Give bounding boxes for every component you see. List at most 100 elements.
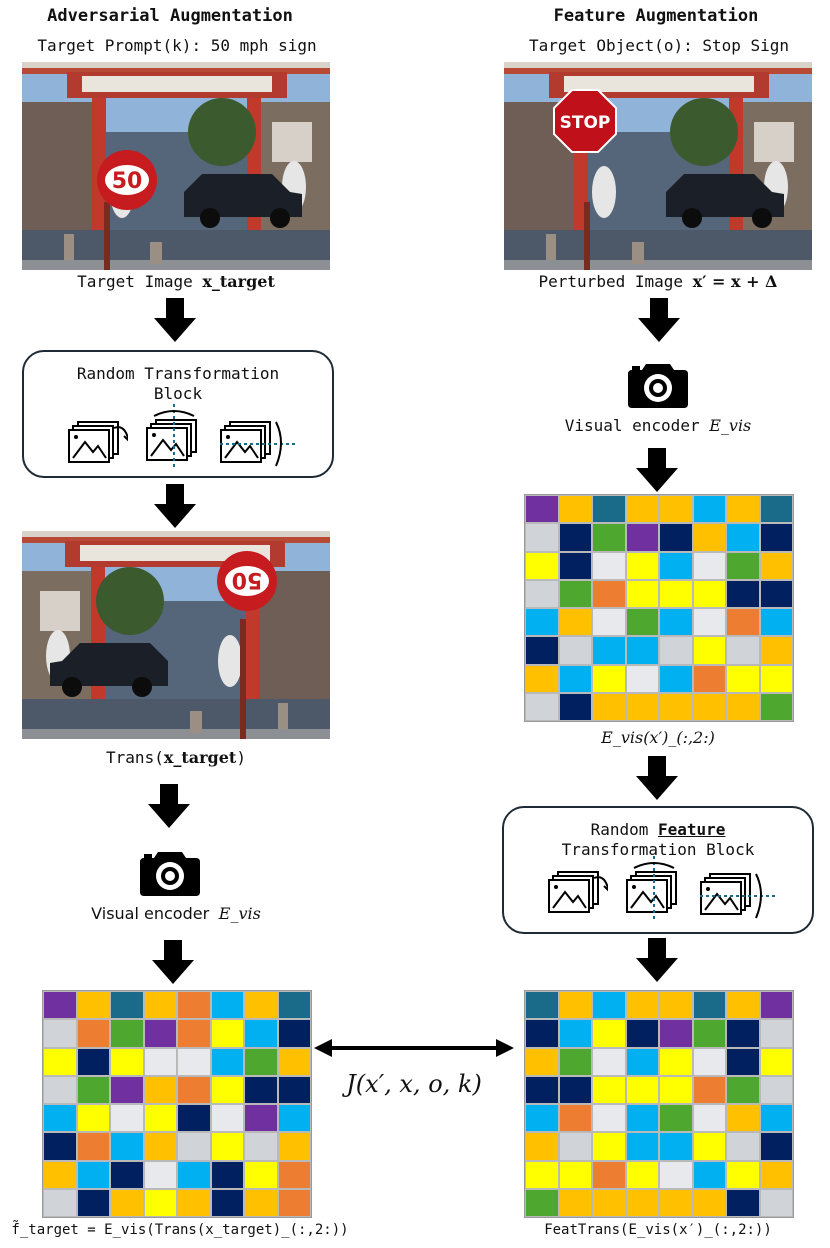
feature-cell <box>625 551 659 580</box>
arrow-down-icon <box>152 298 198 344</box>
feature-cell <box>659 1132 693 1161</box>
feature-cell <box>143 1104 177 1133</box>
feature-cell <box>592 1132 626 1161</box>
feature-cell <box>558 1075 592 1104</box>
feature-cell <box>592 579 626 608</box>
feature-cell <box>76 1075 110 1104</box>
feature-cell <box>625 1160 659 1189</box>
feature-cell <box>759 692 793 721</box>
feature-cell <box>177 1047 211 1076</box>
random-feature-transformation-block: Random Feature Transformation Block <box>502 806 814 934</box>
feature-cell <box>210 1104 244 1133</box>
feature-cell <box>759 495 793 524</box>
random-transformation-block: Random Transformation Block <box>22 350 334 478</box>
feature-cell <box>625 495 659 524</box>
feature-cell <box>759 579 793 608</box>
feature-cell <box>76 1019 110 1048</box>
feature-cell <box>244 991 278 1020</box>
feature-cell <box>43 1132 77 1161</box>
feature-cell <box>759 1132 793 1161</box>
feature-cell <box>659 1104 693 1133</box>
image-stack-flip-icon <box>626 856 677 920</box>
target-feature-caption: f̃_target = E_vis(Trans(x_target)_(:,2:)… <box>11 1222 349 1238</box>
feature-cell <box>558 551 592 580</box>
feature-cell <box>558 1019 592 1048</box>
feature-cell <box>692 1132 726 1161</box>
feature-cell <box>726 608 760 637</box>
feature-cell <box>143 991 177 1020</box>
feature-cell <box>592 1047 626 1076</box>
feature-cell <box>244 1188 278 1217</box>
image-stack-rotate-icon <box>68 421 128 463</box>
feature-cell <box>659 1047 693 1076</box>
visual-feature-grid <box>524 494 794 722</box>
feature-cell <box>726 1075 760 1104</box>
feature-cell <box>525 1019 559 1048</box>
feature-cell <box>244 1160 278 1189</box>
feature-cell <box>177 1160 211 1189</box>
feature-cell <box>692 991 726 1020</box>
feature-cell <box>210 1075 244 1104</box>
perturbed-image-caption: Perturbed Image x′ = x + Δ <box>538 272 778 291</box>
feature-cell <box>558 991 592 1020</box>
feature-cell <box>244 1075 278 1104</box>
feature-cell <box>277 1160 311 1189</box>
feature-cell <box>726 1104 760 1133</box>
feature-cell <box>143 1188 177 1217</box>
feature-cell <box>525 608 559 637</box>
feature-cell <box>277 1047 311 1076</box>
feature-cell <box>277 1104 311 1133</box>
feature-cell <box>525 551 559 580</box>
feature-cell <box>558 636 592 665</box>
feature-cell <box>76 991 110 1020</box>
transformed-image: 50 <box>22 531 330 739</box>
feature-cell <box>110 1075 144 1104</box>
feature-cell <box>525 495 559 524</box>
feature-cell <box>558 1188 592 1217</box>
feature-cell <box>558 523 592 552</box>
perturbed-image: STOP <box>504 62 812 270</box>
feature-cell <box>692 664 726 693</box>
feature-cell <box>143 1075 177 1104</box>
feature-cell <box>525 1047 559 1076</box>
feature-cell <box>143 1047 177 1076</box>
feature-cell <box>43 1019 77 1048</box>
arrow-down-icon <box>152 484 198 530</box>
feature-cell <box>692 636 726 665</box>
feature-cell <box>558 664 592 693</box>
feature-cell <box>244 1132 278 1161</box>
feature-cell <box>558 1047 592 1076</box>
feature-cell <box>43 1047 77 1076</box>
feature-cell <box>625 1188 659 1217</box>
feature-cell <box>659 636 693 665</box>
feature-cell <box>659 495 693 524</box>
feature-cell <box>759 1160 793 1189</box>
feature-cell <box>692 579 726 608</box>
feature-cell <box>759 664 793 693</box>
transformed-feature-caption: FeatTrans(E_vis(x′)_(:,2:)) <box>544 1222 772 1238</box>
feature-cell <box>210 1160 244 1189</box>
feature-cell <box>759 1047 793 1076</box>
image-stack-rotate-icon <box>548 871 608 913</box>
feature-cell <box>692 495 726 524</box>
feature-cell <box>726 523 760 552</box>
sign-pole <box>584 202 590 270</box>
feature-cell <box>726 636 760 665</box>
feature-cell <box>110 1104 144 1133</box>
feature-cell <box>177 1019 211 1048</box>
feature-cell <box>659 1019 693 1048</box>
feature-cell <box>558 1104 592 1133</box>
feature-cell <box>43 1075 77 1104</box>
double-arrow-icon <box>314 1039 514 1057</box>
feature-cell <box>659 692 693 721</box>
block-label-line1: Random Transformation <box>76 364 280 383</box>
feature-cell <box>76 1047 110 1076</box>
feature-cell <box>277 1132 311 1161</box>
feature-cell <box>592 608 626 637</box>
feature-cell <box>592 1188 626 1217</box>
feature-cell <box>277 1075 311 1104</box>
feature-cell <box>759 523 793 552</box>
feature-cell <box>177 1188 211 1217</box>
feature-cell <box>692 1019 726 1048</box>
feature-cell <box>726 1188 760 1217</box>
